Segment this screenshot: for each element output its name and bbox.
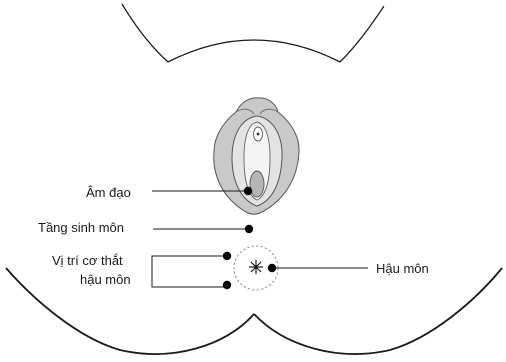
left-thigh-line <box>122 4 168 62</box>
right-buttock-curve <box>254 268 502 354</box>
vaginal-opening-label: Âm đạo <box>86 185 131 200</box>
upper-body-contour <box>122 4 384 62</box>
anus-callout: Hậu môn <box>268 261 429 276</box>
sphincter-position-dot-bottom <box>223 281 231 289</box>
perineum-callout: Tầng sinh môn <box>38 220 253 235</box>
anus-label: Hậu môn <box>376 261 429 276</box>
vaginal-opening-dot <box>244 187 252 195</box>
abdomen-curve <box>168 40 340 62</box>
perineum-dot <box>245 225 253 233</box>
sphincter-position-label-line2: hậu môn <box>80 272 131 287</box>
sphincter-position-dot-top <box>223 252 231 260</box>
sphincter-position-callout: Vị trí cơ thắt hậu môn <box>52 252 231 289</box>
vaginal-opening-shape <box>250 171 264 197</box>
sphincter-position-label-line1: Vị trí cơ thắt <box>52 253 123 268</box>
vulva-illustration <box>214 98 299 214</box>
perineum-label: Tầng sinh môn <box>38 220 124 235</box>
sphincter-position-bracket <box>152 256 226 287</box>
urethral-dot <box>257 133 260 136</box>
right-thigh-line <box>340 6 384 62</box>
anus-star-center <box>254 265 257 268</box>
